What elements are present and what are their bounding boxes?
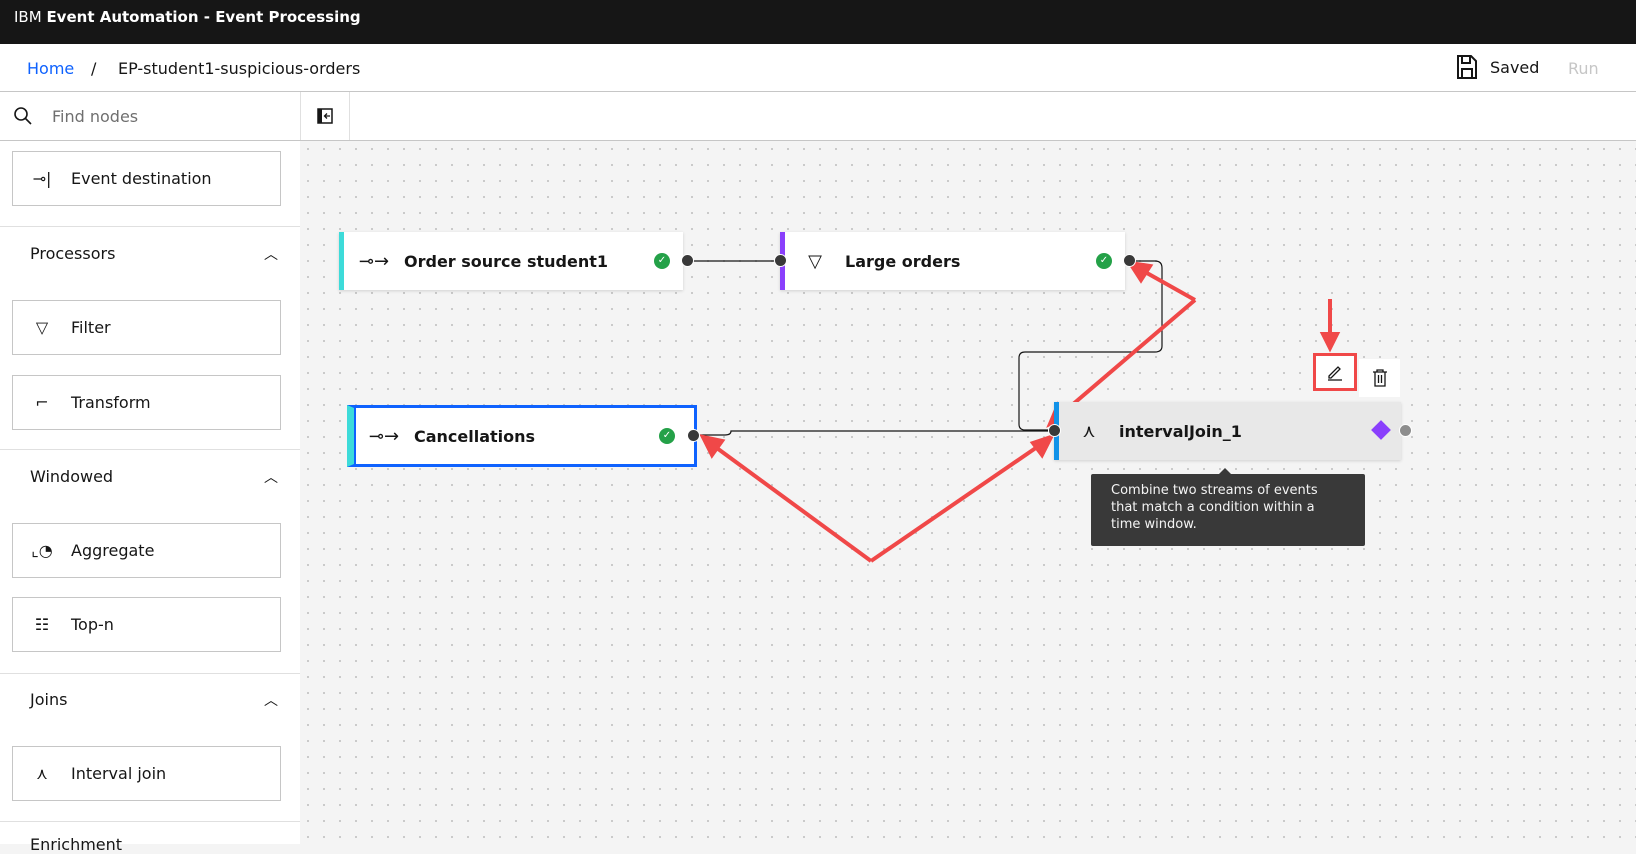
toolbar: Find nodes xyxy=(0,92,1636,141)
node-label: intervalJoin_1 xyxy=(1119,421,1242,441)
output-port[interactable] xyxy=(681,254,694,267)
palette-item-event-destination[interactable]: ⊸| Event destination xyxy=(12,151,281,206)
palette-item-top-n[interactable]: ☷ Top-n xyxy=(12,597,281,652)
delete-node-button[interactable] xyxy=(1359,359,1400,397)
save-icon xyxy=(1457,55,1477,79)
node-large-orders[interactable]: ▽ Large orders ✓ xyxy=(774,232,1136,290)
section-windowed[interactable]: Windowed xyxy=(30,467,114,486)
event-source-icon: ⊸→ xyxy=(368,425,400,447)
palette-item-aggregate[interactable]: ⌞◔ Aggregate xyxy=(12,523,281,578)
node-tooltip: Combine two streams of events that match… xyxy=(1091,468,1365,546)
event-source-icon: ⊸→ xyxy=(358,250,390,272)
checkmark-icon: ✓ xyxy=(1096,253,1112,269)
edit-icon xyxy=(1328,366,1342,381)
section-enrichment[interactable]: Enrichment xyxy=(30,835,123,854)
node-label: Order source student1 xyxy=(404,251,608,271)
node-interval-join[interactable]: ⋏ intervalJoin_1 xyxy=(1048,402,1412,460)
top-n-icon: ☷ xyxy=(34,615,50,634)
search-input[interactable]: Find nodes xyxy=(0,92,300,140)
run-button[interactable]: Run xyxy=(1568,59,1599,78)
edit-node-button[interactable] xyxy=(1313,353,1357,391)
search-icon xyxy=(14,107,32,125)
app-header: IBM Event Automation - Event Processing xyxy=(0,0,1636,44)
node-palette: ⊸| Event destination Processors ︿ ▽ Filter… xyxy=(0,141,300,854)
palette-label: Interval join xyxy=(71,764,167,783)
palette-label: Transform xyxy=(71,393,151,412)
divider xyxy=(0,673,300,674)
palette-item-interval-join[interactable]: ⋏ Interval join xyxy=(12,746,281,801)
divider xyxy=(0,226,300,227)
node-order-source[interactable]: ⊸→ Order source student1 ✓ xyxy=(339,232,694,290)
palette-label: Event destination xyxy=(71,169,212,188)
trash-icon xyxy=(1372,369,1387,387)
saved-status: Saved xyxy=(1456,54,1539,80)
interval-join-icon: ⋏ xyxy=(1082,420,1096,442)
checkmark-icon: ✓ xyxy=(654,253,670,269)
transform-icon: ⌐ xyxy=(35,393,49,412)
chevron-up-icon[interactable]: ︿ xyxy=(264,470,278,486)
breadcrumb-separator: / xyxy=(91,59,97,78)
incomplete-status-icon xyxy=(1371,420,1391,440)
chevron-up-icon[interactable]: ︿ xyxy=(264,693,278,709)
interval-join-icon: ⋏ xyxy=(36,764,48,783)
chevron-up-icon[interactable]: ︿ xyxy=(264,247,278,263)
palette-label: Aggregate xyxy=(71,541,155,560)
output-port[interactable] xyxy=(1123,254,1136,267)
node-cancellations[interactable]: ⊸→ Cancellations ✓ xyxy=(347,405,700,467)
breadcrumb: Home / EP-student1-suspicious-orders Sav… xyxy=(0,44,1636,92)
divider xyxy=(0,449,300,450)
palette-label: Top-n xyxy=(71,615,114,634)
breadcrumb-current: EP-student1-suspicious-orders xyxy=(118,59,361,78)
sidebar-collapse-icon xyxy=(317,108,333,124)
app-title-prefix: IBM xyxy=(14,8,42,26)
node-label: Large orders xyxy=(845,251,961,271)
palette-item-filter[interactable]: ▽ Filter xyxy=(12,300,281,355)
input-port[interactable] xyxy=(774,254,787,267)
aggregate-icon: ⌞◔ xyxy=(31,541,53,560)
palette-item-transform[interactable]: ⌐ Transform xyxy=(12,375,281,430)
app-title: Event Automation - Event Processing xyxy=(46,8,361,26)
divider xyxy=(0,821,300,822)
output-port[interactable] xyxy=(1399,424,1412,437)
collapse-sidebar-button[interactable] xyxy=(300,92,350,140)
search-placeholder: Find nodes xyxy=(52,106,139,126)
section-joins[interactable]: Joins xyxy=(30,690,68,709)
checkmark-icon: ✓ xyxy=(659,428,675,444)
input-port[interactable] xyxy=(1048,424,1061,437)
palette-label: Filter xyxy=(71,318,111,337)
section-processors[interactable]: Processors xyxy=(30,244,116,263)
node-label: Cancellations xyxy=(414,426,536,446)
event-destination-icon: ⊸| xyxy=(32,169,52,188)
saved-label: Saved xyxy=(1490,57,1540,77)
filter-icon: ▽ xyxy=(35,318,49,337)
filter-icon: ▽ xyxy=(808,250,822,272)
output-port[interactable] xyxy=(687,429,700,442)
breadcrumb-home-link[interactable]: Home xyxy=(27,59,75,78)
